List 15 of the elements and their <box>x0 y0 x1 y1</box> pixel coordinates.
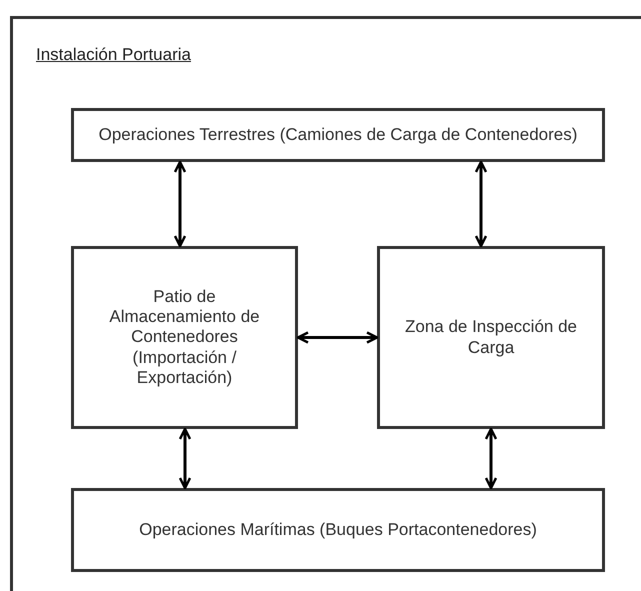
box-label: Operaciones Marítimas (Buques Portacontenedores) <box>139 520 537 540</box>
process-box <box>377 246 605 429</box>
double-arrow <box>296 331 378 344</box>
container-frame <box>10 16 641 591</box>
box-label: Operaciones Terrestres (Camiones de Carga de Contenedores) <box>98 124 578 146</box>
process-box <box>71 246 298 429</box>
process-box <box>71 488 605 572</box>
container-title: Instalación Portuaria <box>36 45 191 65</box>
process-box <box>71 108 605 162</box>
box-label: Patio de Almacenamiento de Contenedores (Importación / Exportación) <box>108 286 261 388</box>
double-arrow <box>484 428 498 490</box>
double-arrow <box>474 160 488 248</box>
double-arrow <box>174 160 186 248</box>
double-arrow <box>178 428 192 490</box>
box-label: Zona de Inspección de Carga <box>404 317 578 358</box>
